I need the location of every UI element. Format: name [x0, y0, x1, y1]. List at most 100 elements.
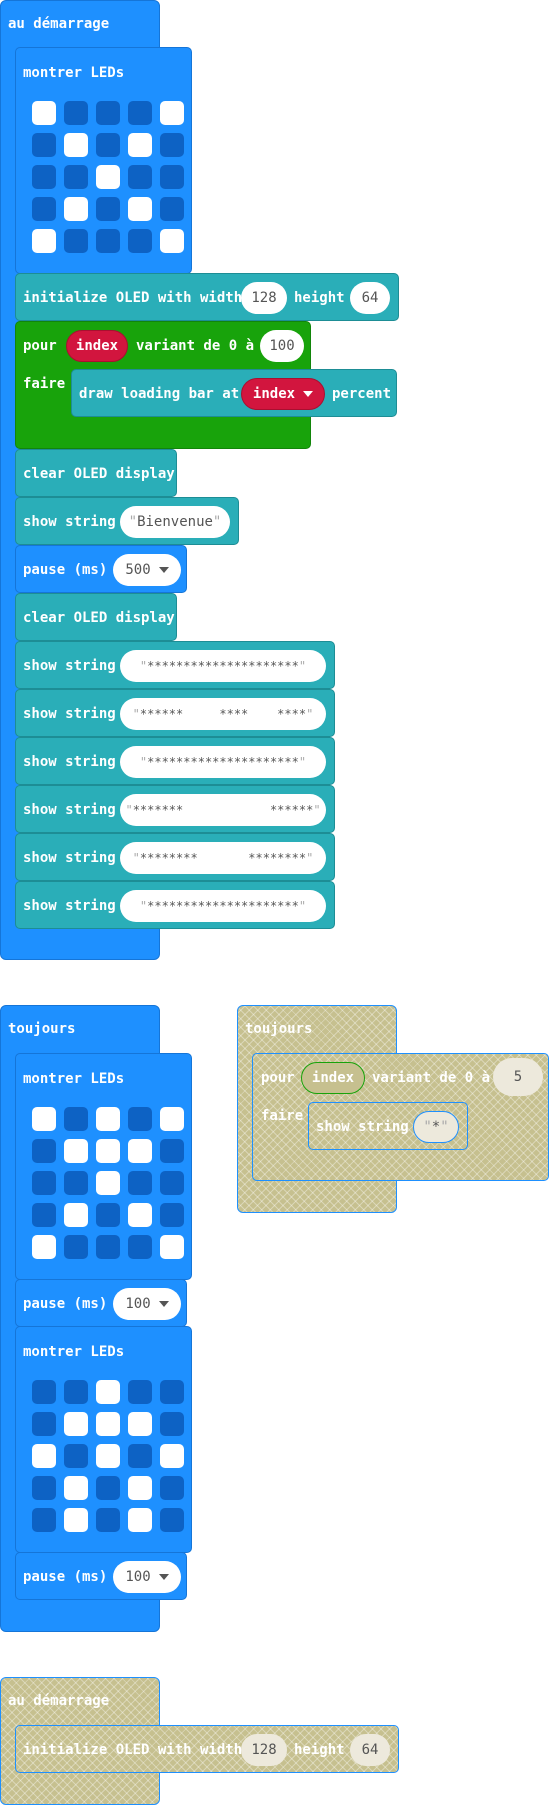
led-on[interactable] — [128, 1203, 152, 1227]
for-loop-block-disabled[interactable]: pour index variant de 0 à 5 faire — [252, 1053, 549, 1181]
show-string-block[interactable]: show string"****** **** ****" — [15, 689, 335, 737]
led-off[interactable] — [32, 1139, 56, 1163]
led-off[interactable] — [128, 165, 152, 189]
led-off[interactable] — [160, 1508, 184, 1532]
led-on[interactable] — [96, 1107, 120, 1131]
show-leds-block[interactable]: montrer LEDs — [15, 47, 192, 274]
led-on[interactable] — [160, 1235, 184, 1259]
led-off[interactable] — [128, 1235, 152, 1259]
led-on[interactable] — [64, 1476, 88, 1500]
show-string-block[interactable]: show string"*********************" — [15, 737, 335, 785]
led-off[interactable] — [128, 1171, 152, 1195]
led-off[interactable] — [160, 1139, 184, 1163]
led-off[interactable] — [96, 1235, 120, 1259]
led-off[interactable] — [160, 1380, 184, 1404]
loading-bar-block[interactable]: draw loading bar at index percent — [71, 369, 397, 417]
led-off[interactable] — [64, 101, 88, 125]
led-off[interactable] — [128, 101, 152, 125]
led-on[interactable] — [160, 101, 184, 125]
string-input[interactable]: "******* ******" — [120, 794, 326, 826]
led-off[interactable] — [128, 229, 152, 253]
width-input[interactable]: 128 — [241, 1734, 287, 1766]
led-on[interactable] — [64, 1139, 88, 1163]
led-off[interactable] — [64, 1107, 88, 1131]
index-variable[interactable]: index — [301, 1062, 365, 1094]
pause-block[interactable]: pause (ms) 100 — [15, 1552, 187, 1600]
led-on[interactable] — [160, 1444, 184, 1468]
show-string-block[interactable]: show string "Bienvenue" — [15, 497, 239, 545]
led-on[interactable] — [96, 1380, 120, 1404]
height-input[interactable]: 64 — [350, 1734, 390, 1766]
string-input[interactable]: "*********************" — [120, 650, 326, 682]
show-leds-block[interactable]: montrer LEDs — [15, 1053, 192, 1280]
pause-block[interactable]: pause (ms) 100 — [15, 1279, 187, 1327]
led-off[interactable] — [32, 1203, 56, 1227]
led-off[interactable] — [64, 1171, 88, 1195]
led-off[interactable] — [64, 165, 88, 189]
led-off[interactable] — [96, 1508, 120, 1532]
led-off[interactable] — [160, 1171, 184, 1195]
led-on[interactable] — [96, 1412, 120, 1436]
led-off[interactable] — [32, 165, 56, 189]
led-on[interactable] — [64, 1508, 88, 1532]
led-on[interactable] — [64, 133, 88, 157]
pause-dropdown[interactable]: 500 — [113, 554, 181, 586]
led-off[interactable] — [160, 1203, 184, 1227]
led-off[interactable] — [32, 197, 56, 221]
led-off[interactable] — [160, 133, 184, 157]
pause-dropdown[interactable]: 100 — [113, 1288, 181, 1320]
show-leds-block[interactable]: montrer LEDs — [15, 1326, 192, 1553]
led-on[interactable] — [64, 1412, 88, 1436]
led-off[interactable] — [32, 1171, 56, 1195]
led-off[interactable] — [96, 1476, 120, 1500]
led-off[interactable] — [32, 133, 56, 157]
init-oled-block[interactable]: initialize OLED with width 128 height 64 — [15, 273, 399, 321]
led-on[interactable] — [128, 1412, 152, 1436]
string-input[interactable]: "Bienvenue" — [120, 506, 230, 538]
led-off[interactable] — [96, 133, 120, 157]
led-on[interactable] — [128, 1139, 152, 1163]
led-grid[interactable] — [32, 1380, 184, 1532]
clear-oled-block[interactable]: clear OLED display — [15, 593, 177, 641]
led-off[interactable] — [32, 1476, 56, 1500]
string-input[interactable]: "*" — [413, 1111, 459, 1143]
led-grid[interactable] — [32, 1107, 184, 1259]
index-dropdown[interactable]: index — [241, 378, 325, 410]
show-string-block[interactable]: show string"*********************" — [15, 881, 335, 929]
led-off[interactable] — [160, 165, 184, 189]
led-off[interactable] — [96, 197, 120, 221]
show-string-block-disabled[interactable]: show string "*" — [308, 1102, 468, 1150]
show-string-block[interactable]: show string"*********************" — [15, 641, 335, 689]
string-input[interactable]: "*********************" — [120, 746, 326, 778]
led-on[interactable] — [128, 1508, 152, 1532]
led-on[interactable] — [96, 165, 120, 189]
index-variable[interactable]: index — [66, 330, 128, 362]
led-off[interactable] — [64, 1444, 88, 1468]
led-on[interactable] — [64, 197, 88, 221]
led-off[interactable] — [128, 1107, 152, 1131]
for-to-input[interactable]: 5 — [493, 1058, 543, 1096]
height-input[interactable]: 64 — [350, 282, 390, 314]
led-on[interactable] — [160, 1107, 184, 1131]
led-off[interactable] — [96, 1203, 120, 1227]
pause-dropdown[interactable]: 100 — [113, 1561, 181, 1593]
show-string-block[interactable]: show string"******** ********" — [15, 833, 335, 881]
led-on[interactable] — [128, 133, 152, 157]
clear-oled-block[interactable]: clear OLED display — [15, 449, 177, 497]
led-off[interactable] — [64, 1380, 88, 1404]
for-to-input[interactable]: 100 — [260, 330, 304, 362]
led-on[interactable] — [32, 101, 56, 125]
led-on[interactable] — [96, 1139, 120, 1163]
string-input[interactable]: "******** ********" — [120, 842, 326, 874]
led-on[interactable] — [32, 1444, 56, 1468]
led-off[interactable] — [128, 1444, 152, 1468]
led-on[interactable] — [96, 1171, 120, 1195]
led-off[interactable] — [32, 1412, 56, 1436]
led-off[interactable] — [160, 1412, 184, 1436]
show-string-block[interactable]: show string"******* ******" — [15, 785, 335, 833]
led-grid[interactable] — [32, 101, 184, 253]
led-off[interactable] — [128, 1380, 152, 1404]
led-off[interactable] — [32, 1508, 56, 1532]
led-on[interactable] — [32, 1235, 56, 1259]
led-on[interactable] — [128, 197, 152, 221]
